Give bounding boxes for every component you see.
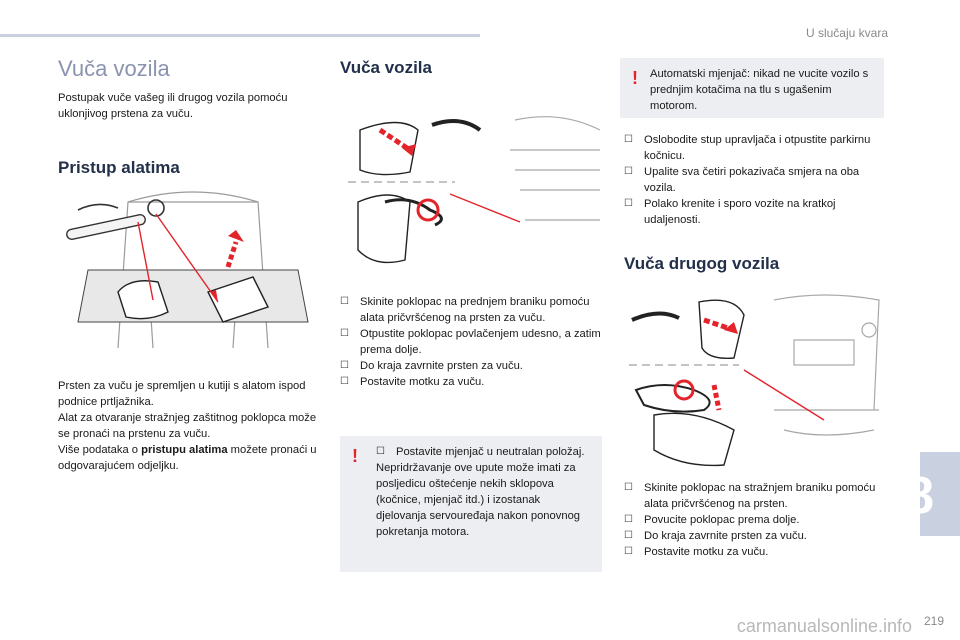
section-title-tow-other: Vuča drugog vozila [624, 254, 780, 273]
list-item: ☐Polako krenite i sporo vozite na kratko… [624, 198, 836, 226]
checkbox-bullet-icon: ☐ [624, 198, 633, 209]
watermark: carmanualsonline.info [736, 616, 912, 636]
chapter-title: U slučaju kvara [805, 26, 888, 40]
list-item: ☐Otpustite poklopac povlačenjem udesno, … [340, 328, 601, 356]
checkbox-bullet-icon: ☐ [624, 166, 633, 177]
checkbox-bullet-icon: ☐ [624, 482, 633, 493]
chapter-tab [920, 452, 960, 536]
checkbox-bullet-icon: ☐ [340, 328, 349, 339]
rear-tow-steps: ☐Skinite poklopac na stražnjem braniku p… [624, 480, 886, 560]
trunk-tools-illustration [66, 191, 309, 348]
automatic-gearbox-warning: ! Automatski mjenjač: nikad ne vucite vo… [620, 58, 884, 118]
page-number: 219 [923, 614, 944, 628]
checkbox-bullet-icon: ☐ [624, 530, 633, 541]
checkbox-bullet-icon: ☐ [340, 360, 349, 371]
section-title-towing: Vuča vozila [340, 58, 432, 77]
list-item: ☐Postavite motku za vuču. [340, 376, 485, 388]
neutral-warning-box: ! ☐Postavite mjenjač u neutralan položaj… [340, 436, 602, 572]
list-item: ☐Postavite mjenjač u neutralan položaj. [376, 446, 585, 458]
checkbox-bullet-icon: ☐ [376, 446, 385, 457]
list-item: ☐Do kraja zavrnite prsten za vuču. [624, 530, 807, 542]
tools-link-text: pristupu alatima [141, 444, 228, 456]
checkbox-bullet-icon: ☐ [340, 296, 349, 307]
checkbox-bullet-icon: ☐ [340, 376, 349, 387]
list-item: ☐Povucite poklopac prema dolje. [624, 514, 800, 526]
exclamation-icon: ! [632, 68, 638, 88]
exclamation-icon: ! [352, 446, 358, 466]
list-item: ☐Skinite poklopac na stražnjem braniku p… [624, 482, 876, 510]
list-item: ☐Skinite poklopac na prednjem braniku po… [340, 296, 590, 324]
list-item: ☐Do kraja zavrnite prsten za vuču. [340, 360, 523, 372]
header-bar [0, 34, 480, 37]
list-item: ☐Upalite sva četiri pokazivača smjera na… [624, 166, 860, 194]
checkbox-bullet-icon: ☐ [624, 514, 633, 525]
chapter-number: 8 [905, 467, 934, 525]
front-tow-steps: ☐Skinite poklopac na prednjem braniku po… [340, 294, 602, 390]
front-towing-illustration [348, 116, 600, 264]
checkbox-bullet-icon: ☐ [624, 546, 633, 557]
rear-towing-illustration [629, 294, 880, 467]
list-item: ☐Postavite motku za vuču. [624, 546, 769, 558]
intro-text: Postupak vuče vašeg ili drugog vozila po… [58, 92, 288, 120]
warning-text: Nepridržavanje ove upute može imati za p… [376, 462, 581, 538]
general-tow-steps: ☐Oslobodite stup upravljača i otpustite … [624, 132, 886, 228]
list-item: ☐Oslobodite stup upravljača i otpustite … [624, 134, 871, 162]
section-title-tools: Pristup alatima [58, 158, 180, 177]
page-title: Vuča vozila [58, 56, 170, 81]
tools-paragraph: Prsten za vuču je spremljen u kutiji s a… [58, 380, 317, 472]
checkbox-bullet-icon: ☐ [624, 134, 633, 145]
